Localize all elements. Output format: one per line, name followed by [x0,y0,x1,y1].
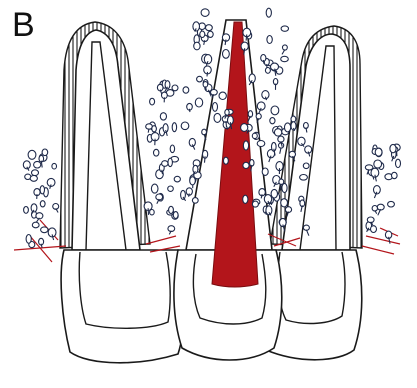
cell [267,36,272,44]
cell [265,68,270,74]
cell [388,201,395,207]
cell [243,195,248,203]
cell [249,74,255,83]
cell [390,144,396,152]
cell [211,90,218,96]
cell [219,92,226,99]
cell [367,217,374,223]
cell [30,176,37,182]
cell-tail [226,121,227,127]
cell [266,8,271,17]
cell-tail [207,72,208,77]
cell [252,201,258,207]
cell [173,212,178,219]
cell [266,206,272,215]
cell [206,25,213,31]
cell [181,122,189,130]
cell [52,163,57,169]
cell [371,226,377,233]
cell [256,114,261,120]
cell [41,227,48,233]
cell [162,161,168,167]
cell [241,124,248,132]
cell [303,225,309,230]
cell [282,183,287,192]
cell [172,85,178,91]
cell-tail [162,170,163,174]
cell [181,190,186,199]
cell [203,82,208,88]
cell [160,113,166,120]
panel-label: B [12,8,35,42]
cell [42,149,48,156]
cell [174,176,180,182]
cell [243,162,249,168]
cell-tail [246,35,247,41]
cell [168,158,172,166]
cell [392,172,398,178]
cell [271,106,279,115]
cell-tail [189,194,190,197]
cell [183,87,189,93]
cell [34,161,41,168]
cell [300,175,308,181]
cell [194,42,200,50]
cell-tail [263,60,264,64]
cell [281,56,289,61]
cell [168,186,174,191]
cell [223,50,230,59]
cell [26,235,31,244]
cell [154,149,159,156]
cell [283,45,288,50]
cell [170,145,174,153]
cell [298,137,305,145]
cell-tail [280,148,281,154]
cell [151,184,158,193]
cell-tail [205,156,206,162]
cell [150,98,155,105]
cell [281,199,288,207]
cell [190,177,196,185]
cell [270,118,275,124]
cell [24,207,29,214]
cell [257,141,265,147]
cell [208,31,214,37]
cell-tail [227,127,228,130]
cell [372,206,377,212]
cell [40,201,45,207]
cell [252,133,257,138]
left-tooth [60,22,184,363]
cell [281,26,288,31]
cell [169,206,174,213]
cell [32,170,39,176]
cell [172,123,176,132]
cell [201,9,209,17]
cell [40,186,44,194]
cell [195,98,202,107]
cell [152,126,157,132]
cell [396,159,401,167]
cell [271,189,277,198]
cell [243,141,248,150]
cell [197,76,203,82]
cell [214,113,221,122]
cell [32,222,39,228]
cell [285,123,291,132]
cell [274,129,281,136]
cell [365,165,373,170]
cell [303,163,309,169]
cell [202,129,207,135]
cell [192,198,198,204]
cell [262,168,268,175]
cell [375,148,382,156]
cell [374,160,382,168]
cell [213,103,218,112]
cell [28,150,36,159]
cell [224,157,229,164]
cell [200,31,205,37]
